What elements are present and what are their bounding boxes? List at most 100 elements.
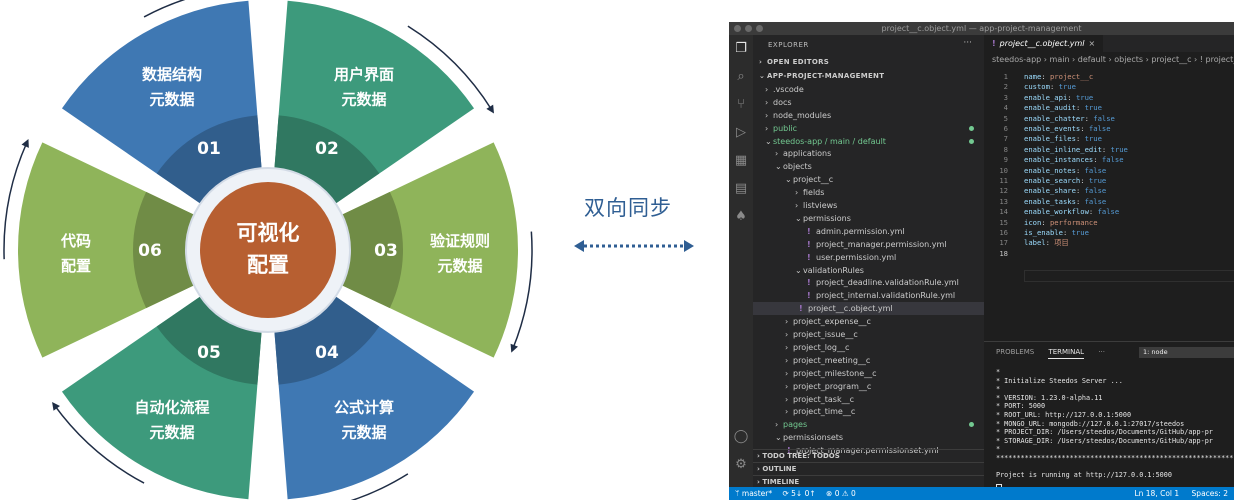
explorer-more-button[interactable]: ··· <box>963 38 972 48</box>
segment-title-06: 代码 <box>60 232 91 250</box>
terminal-select[interactable]: 1: node <box>1139 347 1234 358</box>
segment-subtitle-02: 元数据 <box>341 91 386 109</box>
tree-item[interactable]: ⌄project__c <box>753 173 984 186</box>
cycle-arrow-6 <box>3 142 28 260</box>
tree-item[interactable]: ›project_log__c <box>753 341 984 354</box>
tree-section-header[interactable]: ⌄APP-PROJECT-MANAGEMENT <box>753 70 984 83</box>
chevron-right-icon: › <box>785 317 789 327</box>
settings-gear-icon[interactable]: ⚙ <box>735 457 747 472</box>
close-tab-icon[interactable]: × <box>1088 39 1096 48</box>
close-window-button[interactable] <box>734 25 741 32</box>
tree-item[interactable]: !project_deadline.validationRule.yml <box>753 276 984 289</box>
wheel-segment-inner-06 <box>132 191 198 309</box>
line-number: 13 <box>999 196 1008 206</box>
minimize-window-button[interactable] <box>745 25 752 32</box>
code-editor: !project__c.object.yml× steedos-app › ma… <box>984 35 1234 493</box>
yaml-key: enable_events <box>1024 124 1081 133</box>
tree-item[interactable]: ›listviews <box>753 199 984 212</box>
tree-item[interactable]: ⌄steedos-app / main / default <box>753 135 984 148</box>
timeline-section[interactable]: › TIMELINE <box>753 475 984 487</box>
tab-problems[interactable]: PROBLEMS <box>996 348 1035 356</box>
remote-explorer-icon[interactable]: ▤ <box>734 181 748 196</box>
chevron-right-icon: › <box>785 330 789 339</box>
run-debug-icon[interactable]: ▷ <box>736 125 746 140</box>
tree-item[interactable]: !project_manager.permission.yml <box>753 238 984 251</box>
tree-item[interactable]: ⌄validationRules <box>753 264 984 277</box>
tree-item[interactable]: ›project_program__c <box>753 380 984 393</box>
tree-item[interactable]: ›project_task__c <box>753 393 984 406</box>
arrow-head-3 <box>510 343 518 353</box>
git-branch[interactable]: master* <box>741 489 773 498</box>
terminal-line: * PROJECT_DIR: /Users/steedos/Documents/… <box>996 428 1213 437</box>
tree-item[interactable]: !user.permission.yml <box>753 251 984 264</box>
chevron-right-icon: › <box>759 58 763 66</box>
source-control-icon[interactable]: ⑂ <box>737 97 745 112</box>
yaml-colon: : <box>1101 144 1111 154</box>
arrow-head-6 <box>21 138 29 148</box>
segment-number-06: 06 <box>138 241 162 261</box>
yaml-colon: : <box>1041 72 1050 81</box>
tree-item[interactable]: !project_manager.permissionset.yml <box>753 444 984 457</box>
tree-item[interactable]: ›docs <box>753 96 984 109</box>
center-subtitle: 配置 <box>247 253 289 277</box>
yaml-file-icon: ! <box>992 39 996 48</box>
tree-item[interactable]: ›pages <box>753 418 984 431</box>
terminal-line: * STORAGE_DIR: /Users/steedos/Documents/… <box>996 436 1213 445</box>
tab-project-object-yml[interactable]: !project__c.object.yml× <box>984 35 1104 52</box>
outline-section[interactable]: › OUTLINE <box>753 462 984 475</box>
chevron-right-icon: › <box>785 381 789 391</box>
panel-more-button[interactable]: ··· <box>1098 348 1105 356</box>
git-sync-status[interactable]: 5↓ 0↑ <box>791 489 816 498</box>
tree-item[interactable]: ›project_time__c <box>753 405 984 418</box>
yaml-colon: : <box>1075 134 1085 144</box>
tree-item-label: objects <box>783 162 812 172</box>
tree-item[interactable]: ⌄permissions <box>753 212 984 225</box>
tree-item[interactable]: ›project_issue__c <box>753 328 984 341</box>
tree-item-label: project_deadline.validationRule.yml <box>816 278 959 288</box>
yaml-key: enable_inline_edit <box>1024 144 1102 154</box>
yaml-value: false <box>1101 155 1124 165</box>
tree-item[interactable]: ›public <box>753 122 984 135</box>
maximize-window-button[interactable] <box>756 25 763 32</box>
account-icon[interactable]: ◯ <box>733 429 749 444</box>
wheel-segment-inner-04 <box>274 294 380 385</box>
tree-section-header[interactable]: ›OPEN EDITORS <box>753 56 984 69</box>
problems-status[interactable]: ⊗ 0 ⚠ 0 <box>826 489 856 498</box>
line-number: 16 <box>999 228 1008 237</box>
tree-item[interactable]: !project__c.object.yml <box>753 302 984 316</box>
activity-bar: ❐ ⌕ ⑂ ▷ ▦ ▤ ♠ ◯ ⚙ <box>729 35 753 487</box>
search-icon[interactable]: ⌕ <box>737 69 745 84</box>
chevron-down-icon: ⌄ <box>759 72 766 80</box>
chevron-right-icon: › <box>765 123 769 133</box>
tree-item[interactable]: ›project_milestone__c <box>753 367 984 380</box>
mongodb-icon[interactable]: ♠ <box>735 209 747 224</box>
tree-item[interactable]: ›node_modules <box>753 109 984 122</box>
yaml-key: enable_tasks <box>1024 196 1076 206</box>
extensions-icon[interactable]: ▦ <box>734 153 748 168</box>
tree-item[interactable]: ›project_expense__c <box>753 315 984 328</box>
tree-item[interactable]: ›.vscode <box>753 83 984 96</box>
yaml-value: performance <box>1049 217 1098 227</box>
todo-tree-section[interactable]: › TODO TREE: TODOS <box>753 449 984 462</box>
tree-item[interactable]: ⌄permissionsets <box>753 431 984 444</box>
tab-terminal[interactable]: TERMINAL <box>1048 348 1085 359</box>
breadcrumb[interactable]: steedos-app › main › default › objects ›… <box>992 55 1234 64</box>
wheel-segment-inner-03 <box>338 191 403 309</box>
cursor-position[interactable]: Ln 18, Col 1 <box>1134 489 1180 498</box>
explorer-icon[interactable]: ❐ <box>735 41 747 56</box>
terminal-line: * Initialize Steedos Server ... <box>996 376 1123 385</box>
tree-item-label: project_time__c <box>793 407 856 417</box>
indentation-status[interactable]: Spaces: 2 <box>1191 489 1228 498</box>
tree-item[interactable]: ›applications <box>753 147 984 160</box>
tree-item[interactable]: !admin.permission.yml <box>753 225 984 238</box>
wheel-segment-inner-05 <box>156 294 262 385</box>
chevron-right-icon: › <box>785 368 789 378</box>
tree-item[interactable]: ⌄objects <box>753 160 984 173</box>
tree-item[interactable]: ›fields <box>753 186 984 199</box>
tree-item[interactable]: ›project_meeting__c <box>753 354 984 367</box>
chevron-down-icon: ⌄ <box>795 265 802 275</box>
tree-item[interactable]: !project_internal.validationRule.yml <box>753 289 984 302</box>
segment-title-02: 用户界面 <box>334 66 394 84</box>
